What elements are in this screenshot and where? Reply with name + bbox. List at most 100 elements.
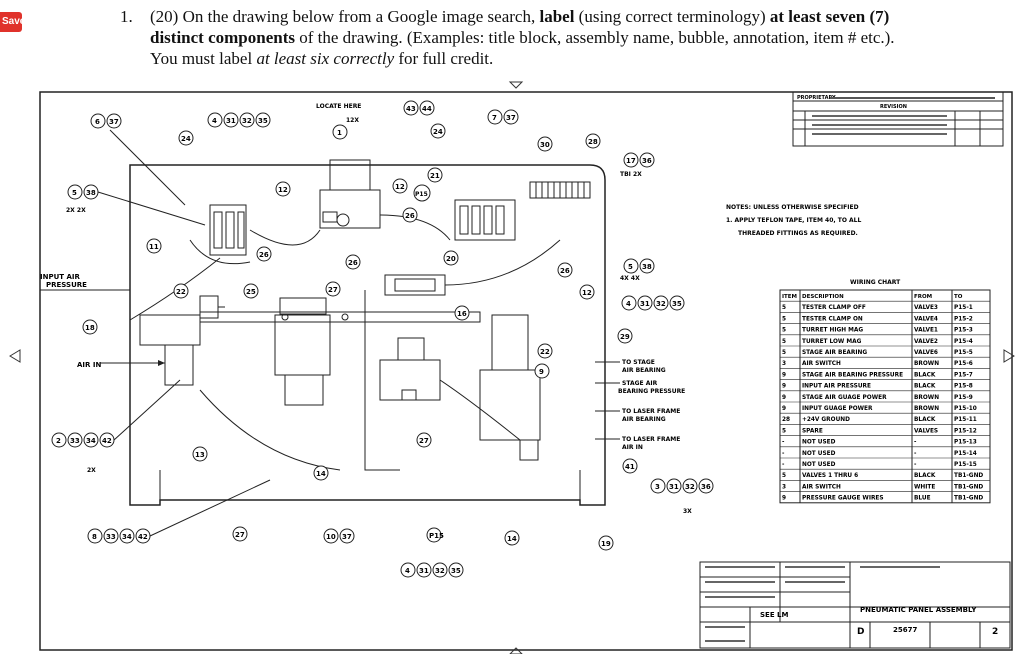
engineering-drawing: PROPRIETARY REVISION NOTES: UNLESS OTHER…: [9, 81, 1015, 654]
wiring-cell: P15-5: [954, 350, 973, 356]
svg-text:34: 34: [122, 533, 132, 541]
valve-manifold-right: [454, 199, 516, 241]
wiring-cell: 9: [782, 406, 786, 412]
pipe-2: [249, 229, 321, 246]
balloon-14b: 14: [504, 530, 520, 546]
balloon-15: P15: [426, 527, 444, 543]
svg-text:P15: P15: [415, 191, 428, 198]
see-lm-text: SEE LM: [760, 611, 789, 619]
wiring-cell: BLACK: [914, 417, 936, 423]
svg-text:32: 32: [656, 300, 666, 308]
title-block: PNEUMATIC PANEL ASSEMBLY SEE LM D 25677 …: [699, 561, 1011, 649]
revision-text: REVISION: [880, 104, 907, 110]
balloon-26a: 26: [402, 207, 418, 223]
wiring-cell: P15-2: [954, 316, 973, 322]
qty-3x: 3X: [683, 508, 692, 515]
label-to-laser-frame: TO LASER FRAME: [622, 408, 680, 415]
wiring-cell: 5: [782, 428, 786, 434]
svg-text:24: 24: [433, 128, 443, 136]
svg-text:27: 27: [328, 286, 338, 294]
gauge-block: [479, 314, 541, 461]
drawing-number: 25677: [893, 626, 917, 634]
balloon-13: 13: [192, 446, 208, 462]
wiring-cell: 5: [782, 339, 786, 345]
wiring-cell: BLACK: [914, 384, 936, 390]
pressure-label: PRESSURE: [46, 281, 87, 289]
balloon-22: 22: [173, 283, 189, 299]
wiring-cell: P15-14: [954, 451, 977, 457]
label-air-in-2: AIR IN: [622, 444, 643, 451]
wiring-cell: TB1-GND: [954, 484, 983, 490]
svg-text:1: 1: [337, 129, 342, 137]
svg-text:8: 8: [92, 533, 97, 541]
wiring-cell: INPUT AIR PRESSURE: [802, 384, 871, 390]
manifold-center: [384, 274, 446, 296]
svg-text:12: 12: [582, 289, 592, 297]
wiring-cell: STAGE AIR GUAGE POWER: [802, 395, 887, 401]
balloon-p15: P15: [413, 184, 431, 202]
tbl-label: TBI 2X: [620, 171, 642, 178]
wiring-cell: 3: [782, 361, 786, 367]
svg-text:4: 4: [212, 117, 217, 125]
balloon-24b: 24: [430, 123, 446, 139]
svg-text:42: 42: [138, 533, 148, 541]
save-tab[interactable]: Save: [0, 12, 22, 32]
svg-text:12: 12: [278, 186, 288, 194]
svg-text:19: 19: [601, 540, 611, 548]
wiring-cell: 9: [782, 384, 786, 390]
wiring-cell: VALVE1: [914, 328, 938, 334]
revision-block: PROPRIETARY REVISION: [792, 91, 1004, 147]
balloon-20: 20: [443, 250, 459, 266]
pipe-8: [189, 239, 251, 265]
wiring-cell: 28: [782, 417, 790, 423]
balloon-25: 25: [243, 283, 259, 299]
wiring-cell: -: [782, 451, 785, 457]
svg-text:10: 10: [326, 533, 336, 541]
pressure-switch: [379, 337, 441, 401]
wiring-cell: TURRET LOW MAG: [802, 339, 862, 345]
wiring-cell: P15-15: [954, 462, 977, 468]
wiring-cell: VALVE6: [914, 350, 938, 356]
filter-bowl: [274, 297, 331, 406]
wiring-cell: 5: [782, 350, 786, 356]
question-text-2: (using correct terminology): [578, 7, 766, 26]
wiring-cell: P15-12: [954, 428, 977, 434]
top-center-mark: [508, 81, 524, 89]
wiring-cell: TB1-GND: [954, 496, 983, 502]
wiring-cell: VALVE2: [914, 339, 938, 345]
wiring-cell: TESTER CLAMP ON: [802, 316, 863, 322]
wiring-cell: P15-3: [954, 328, 973, 334]
wiring-cell: P15-7: [954, 372, 973, 378]
label-bearing-pressure: BEARING PRESSURE: [618, 388, 685, 395]
balloon-27: 27: [325, 281, 341, 297]
balloon-11: 11: [146, 238, 162, 254]
wiring-cell: 5: [782, 316, 786, 322]
wiring-cell: VALVE3: [914, 305, 938, 311]
wiring-cell: P15-10: [954, 406, 977, 412]
wiring-cell: STAGE AIR BEARING PRESSURE: [802, 372, 903, 378]
wiring-cell: 9: [782, 395, 786, 401]
svg-text:22: 22: [176, 288, 186, 296]
svg-text:31: 31: [640, 300, 650, 308]
wiring-cell: BLACK: [914, 473, 936, 479]
wiring-cell: PRESSURE GAUGE WIRES: [802, 496, 884, 502]
balloon-15-text: P15: [429, 532, 444, 540]
locate-here-label: LOCATE HERE: [316, 103, 361, 110]
bottom-center-mark: [509, 647, 523, 654]
label-to-laser-frame-2: TO LASER FRAME: [622, 436, 680, 443]
svg-text:42: 42: [102, 437, 112, 445]
label-air-bearing-2: AIR BEARING: [622, 416, 666, 423]
label-stage-air: STAGE AIR: [622, 380, 658, 387]
wiring-cell: 9: [782, 496, 786, 502]
svg-text:36: 36: [642, 157, 652, 165]
